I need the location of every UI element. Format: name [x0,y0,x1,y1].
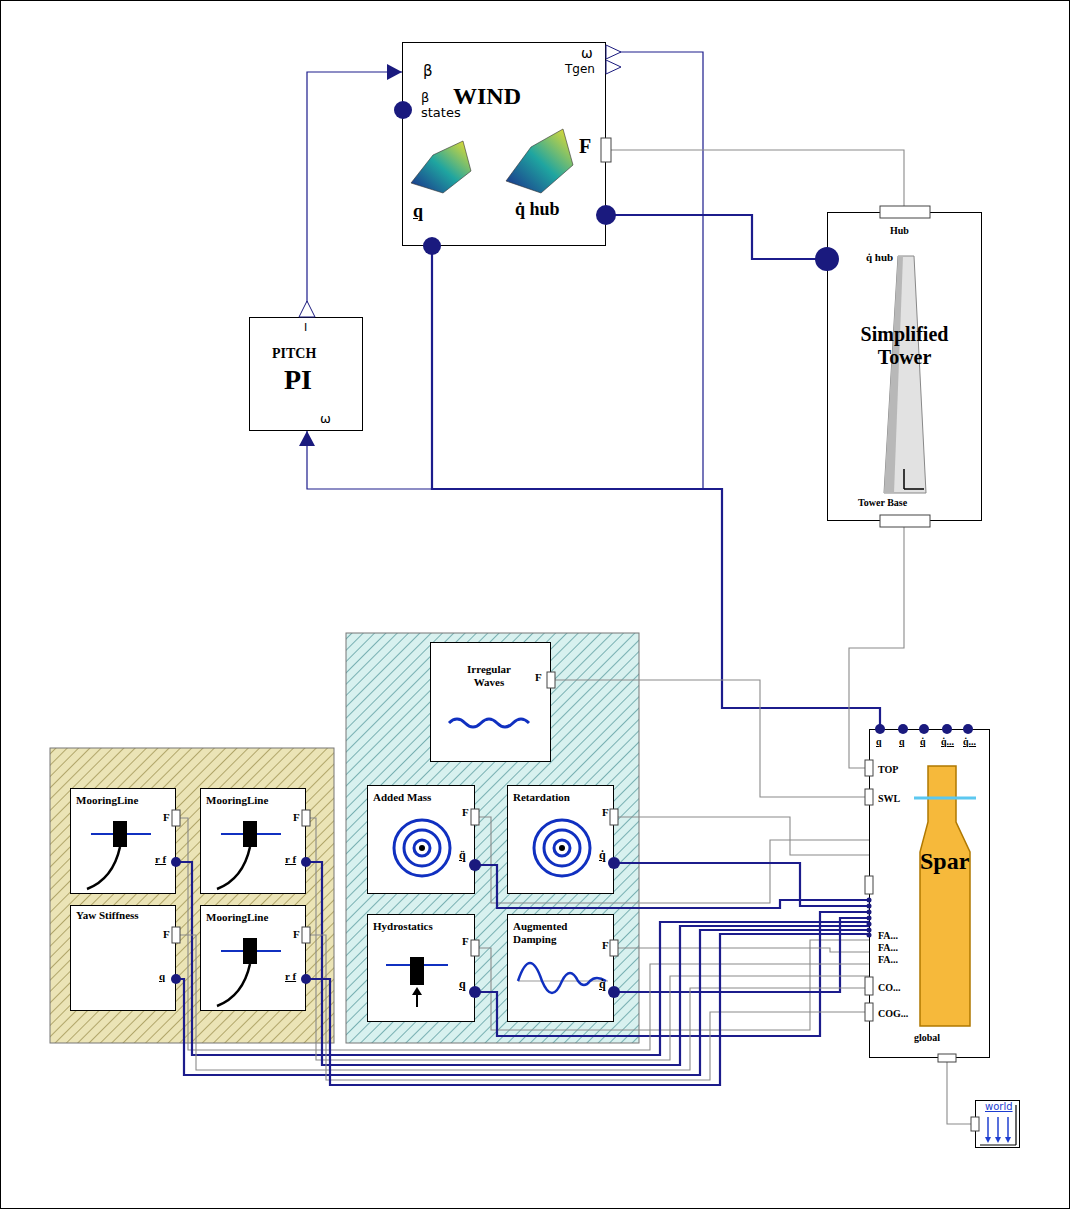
wind-block: WIND ωTgen β β statesFq q̇ hub [402,42,606,246]
port-label: Tgen [565,63,595,77]
port-label: q̇ hub [515,199,560,220]
signal-connector [307,64,402,317]
block-title: MooringLine [206,794,268,807]
port-label: TOP [878,764,898,776]
block-title: PITCH [272,346,316,362]
component-box: MooringLineFr f [70,788,176,894]
port-label: q [413,201,423,222]
port-label: FA... [878,942,898,954]
port-label: PI [284,364,312,396]
port-label: q̇ [599,849,606,863]
hydro-group-area [346,633,639,1043]
port-label: F [163,928,170,941]
block-title: MooringLine [206,911,268,924]
port-label: q̇ [920,736,926,748]
block-title: MooringLine [76,794,138,807]
component-box: Added MassFq̈ [367,785,475,894]
port-label: F [293,928,300,941]
port-label: q [899,736,905,748]
port-label: FA... [878,954,898,966]
port-label: F [462,806,469,819]
spar-block: qqq̇q̇...q̇...TOPSWLFA...FA...FA...CO...… [869,729,990,1058]
signal-connector [606,215,827,259]
port-label: F [602,939,609,952]
force-connector [551,680,869,797]
component-box: Yaw StiffnessFq [70,905,176,1011]
block-title: Augmented Damping [513,920,591,945]
port-label: COG... [878,1008,908,1020]
component-box: MooringLineFr f [200,905,306,1011]
output-port [299,45,621,317]
port-label: β states [421,91,465,121]
port-label: Simplified Tower [838,323,971,369]
physical-port [172,138,979,1131]
pitch-controller: PITCH PI Iω [249,317,363,431]
port-label: q̇... [941,736,954,748]
block-title: Hub [890,225,909,237]
node-illustration [431,643,552,763]
port-label: q̇ hub [866,251,893,264]
port-label: FA... [878,930,898,942]
force-connector [606,150,904,212]
port-label: SWL [878,793,900,805]
block-title: world [985,1101,1013,1113]
port-label: global [914,1032,940,1044]
port-label: β [423,63,433,80]
port-label: q [159,970,165,983]
port-label: CO... [878,982,901,994]
port-label: q̇... [963,736,976,748]
signal-connector [614,863,869,906]
port-label: Tower Base [858,497,907,509]
force-connector [947,1058,975,1124]
component-box: Irregular Waves F [430,642,551,762]
port-label: ω [581,45,593,61]
port-label: q [459,978,466,992]
component-box: HydrostaticsFq [367,914,475,1022]
block-title: Yaw Stiffness [76,909,146,922]
block-title: Retardation [513,791,570,804]
port-label: F [462,935,469,948]
component-box: MooringLineFr f [200,788,306,894]
mooring-group: MooringLineFr fMooringLineFr fYaw Stiffn… [50,748,334,1043]
force-connector [614,817,869,855]
signal-port [171,101,973,998]
port-label: q̈ [459,849,466,863]
port-label: F [163,811,170,824]
port-label: F [535,671,542,684]
port-label: q̇ [599,978,606,992]
hydrodynamics-group: Irregular WavesFAdded MassFq̈Retardation… [346,633,639,1043]
block-title: Irregular Waves [453,663,525,688]
port-label: Spar [920,848,969,876]
force-connector [614,948,869,952]
block-title: WIND [453,83,521,111]
block-title: q [876,736,882,748]
block-title: Added Mass [373,791,431,804]
world-block: world [975,1100,1020,1148]
block-title: Hydrostatics [373,920,433,933]
port-label: r f [155,853,166,866]
component-box: RetardationFq̇ [507,785,614,894]
component-box: Augmented DampingFq̇ [507,914,614,1022]
port-label: I [304,322,307,335]
tower-block: Hub q̇ hubSimplified TowerTower Base [827,212,982,521]
port-label: r f [285,853,296,866]
port-label: ω [320,412,331,427]
port-label: r f [285,970,296,983]
port-label: F [602,806,609,819]
port-label: F [293,811,300,824]
port-label: F [579,135,591,158]
